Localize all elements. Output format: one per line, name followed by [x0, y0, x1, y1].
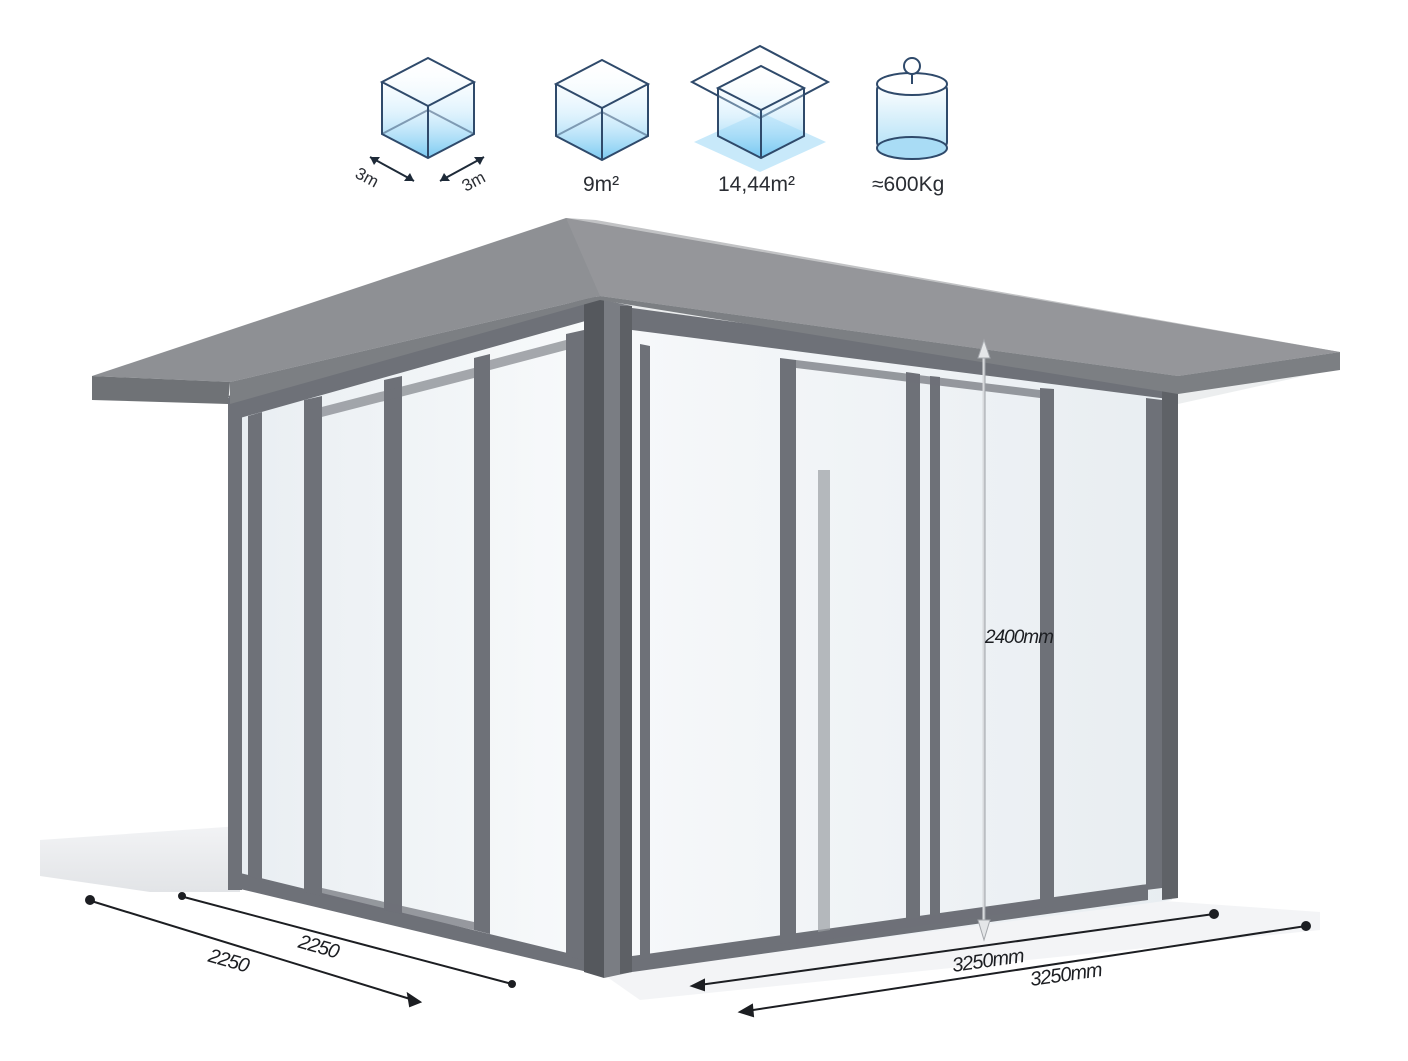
weight-icon — [876, 57, 948, 160]
front-width-dimension — [689, 909, 1311, 1018]
height-dimension — [977, 338, 991, 942]
area-cube-icon — [553, 58, 651, 162]
roof-area-label: 14,44m² — [718, 173, 796, 196]
left-depth-dimension — [85, 892, 516, 1008]
area-label: 9m² — [583, 173, 620, 196]
weight-label: ≈600Kg — [872, 173, 945, 196]
roof-slab — [92, 218, 1340, 404]
right-wall-frames — [632, 308, 1178, 972]
right-wall-glass — [628, 310, 1172, 972]
height-dimension-label: 2400mm — [985, 627, 1054, 648]
roof-area-cube-icon — [689, 44, 831, 172]
corner-post — [584, 298, 632, 978]
footprint-cube-icon — [369, 56, 485, 182]
left-wall-glass — [238, 300, 596, 972]
ground-shadow — [40, 826, 240, 892]
